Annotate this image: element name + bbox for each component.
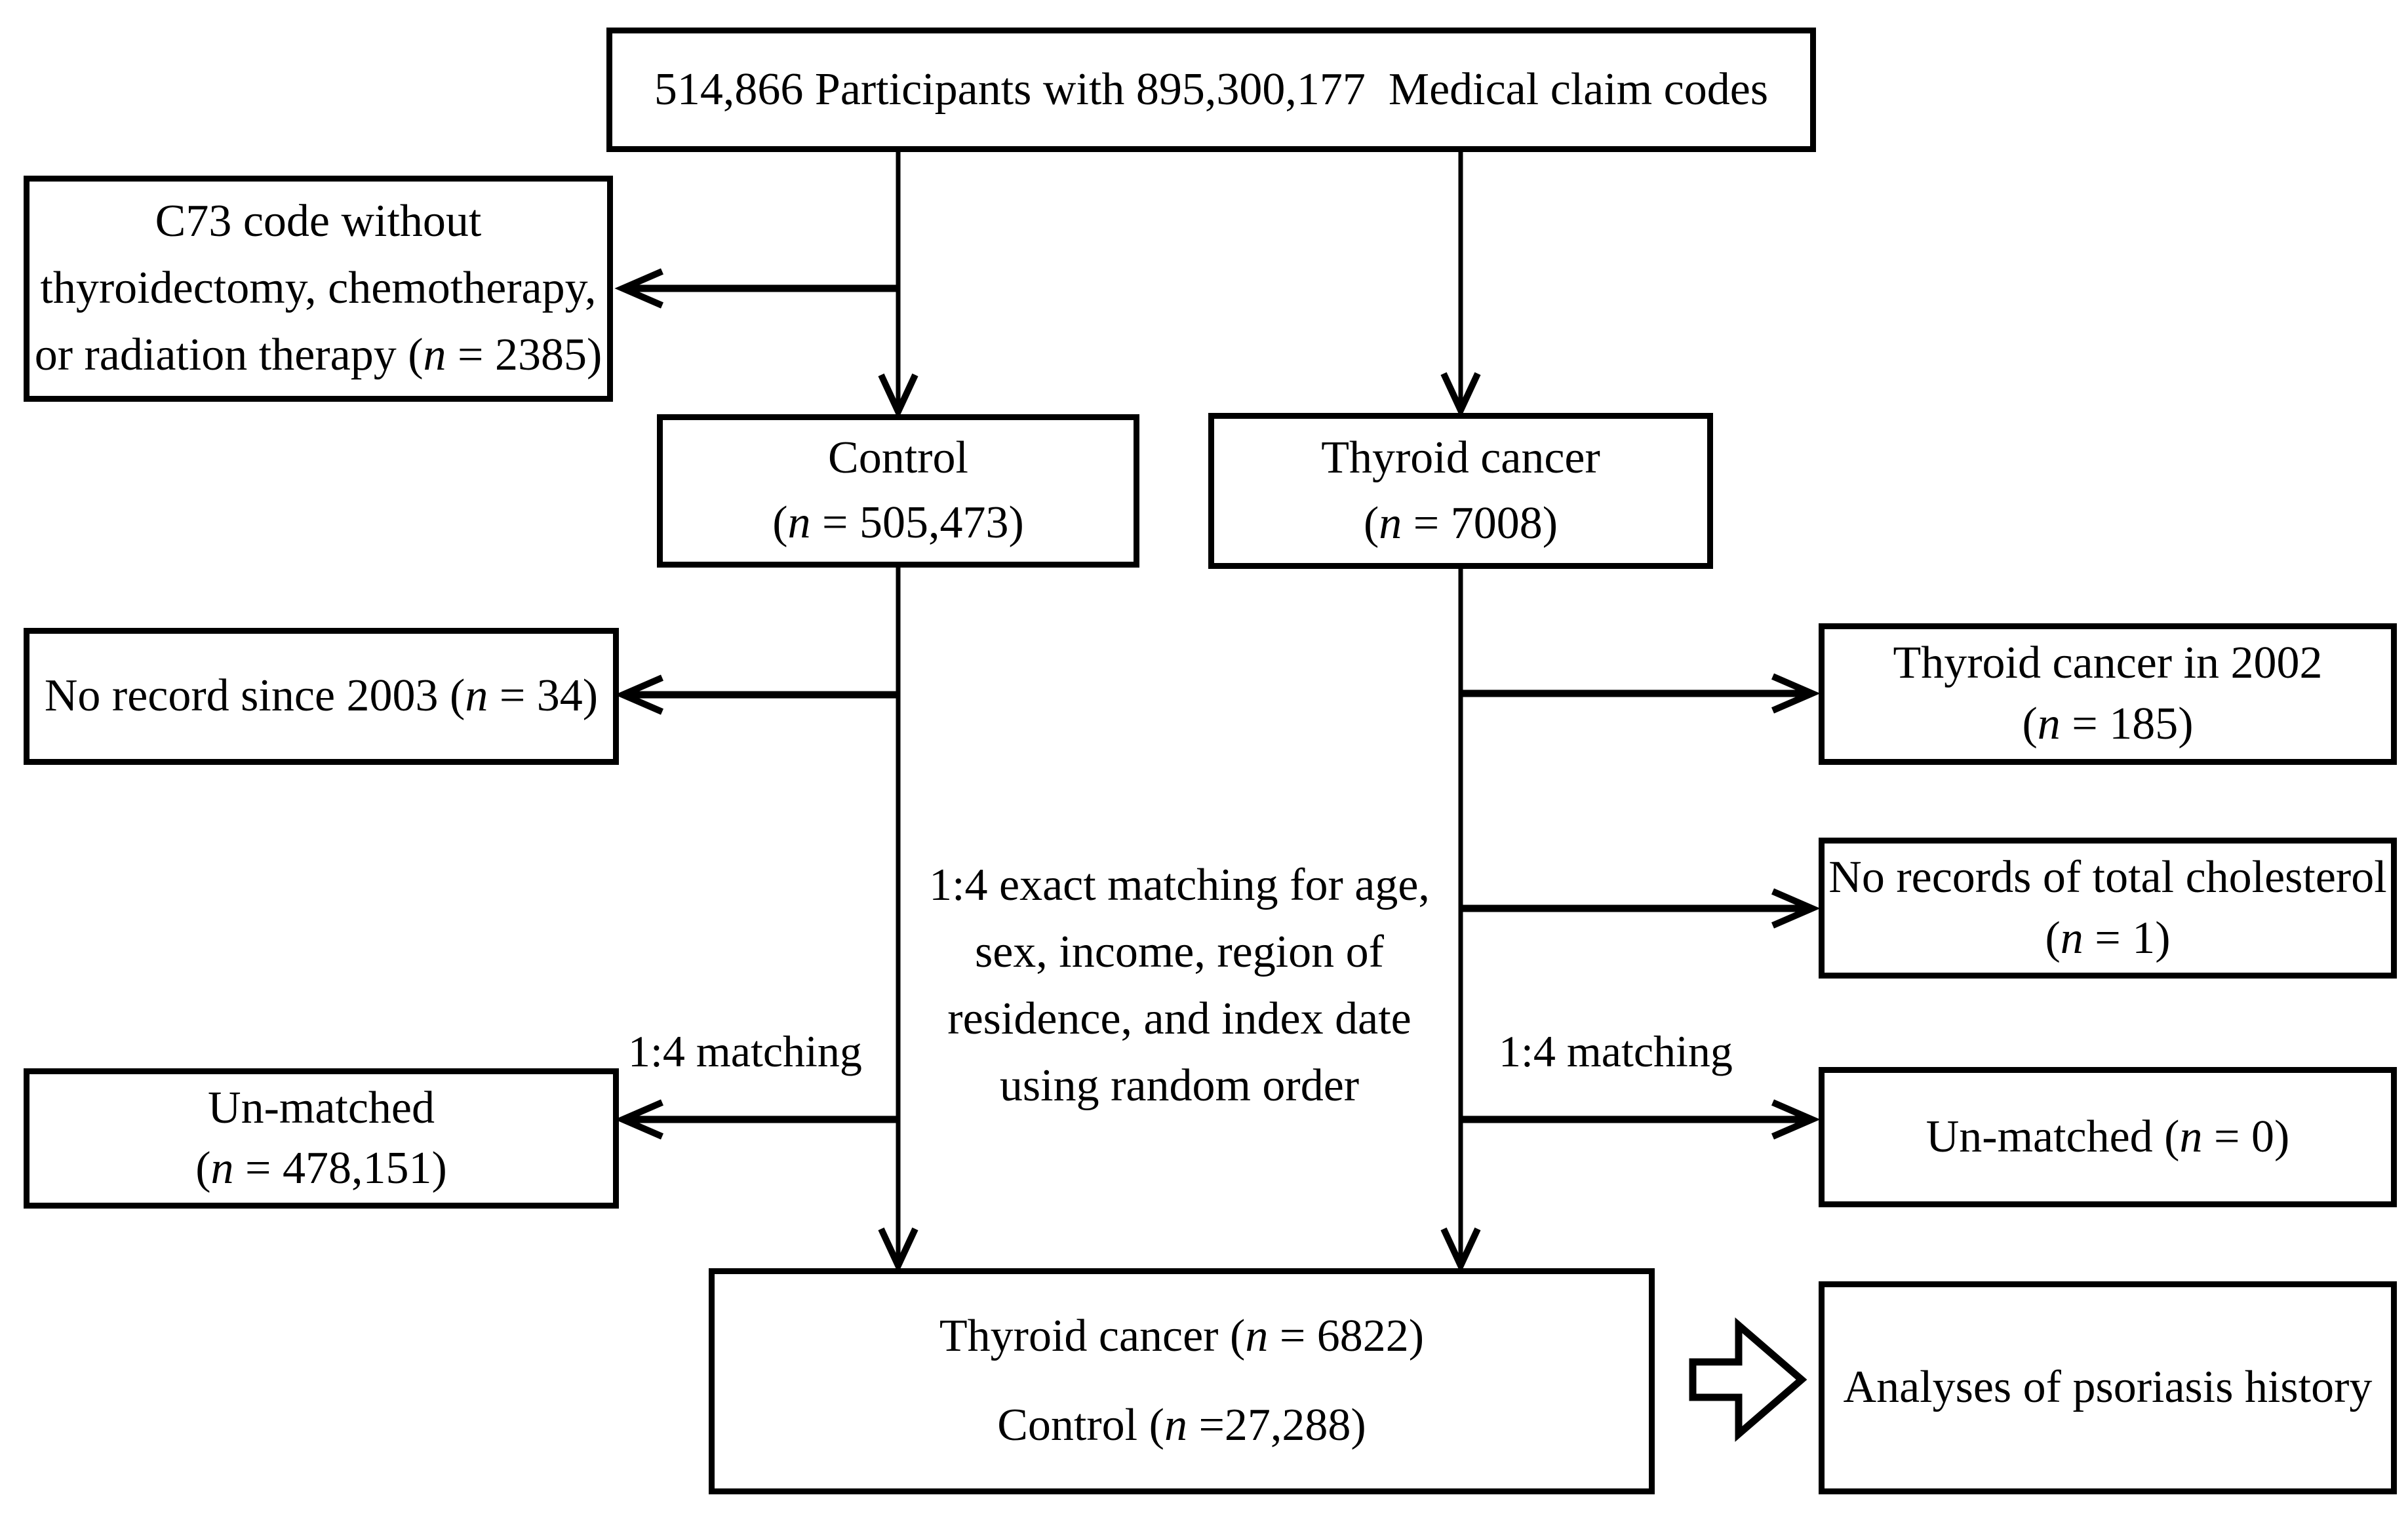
arrowhead-right-tc2002: [1771, 673, 1821, 714]
thyroid-line-2: (n = 7008): [1363, 497, 1558, 549]
analyses-text: Analyses of psoriasis history: [1843, 1362, 2373, 1413]
box-participants: 514,866 Participants with 895,300,177 Me…: [606, 28, 1816, 152]
arrowhead-right-unmatched: [1771, 1099, 1821, 1140]
cohort-line-2: Control (n =27,288): [997, 1400, 1366, 1451]
control-line-1: Control: [828, 433, 968, 484]
box-matched-cohort: Thyroid cancer (n = 6822) Control (n =27…: [709, 1268, 1655, 1494]
box-thyroid-cancer: Thyroid cancer (n = 7008): [1208, 413, 1713, 569]
label-matching-left: 1:4 matching: [628, 1026, 862, 1076]
no-record-text: No record since 2003 (n = 34): [44, 670, 599, 722]
arrowhead-right-no-cholesterol: [1771, 888, 1821, 929]
block-arrow-right-icon: [1689, 1317, 1807, 1443]
no-cholesterol-line-2: (n = 1): [2045, 912, 2171, 963]
note-line-3: residence, and index date: [947, 994, 1411, 1044]
no-cholesterol-line-1: No records of total cholesterol: [1828, 852, 2387, 903]
arrowhead-left-no-record: [614, 674, 663, 715]
c73-line-3: or radiation therapy (n = 2385): [34, 330, 602, 381]
box-thyroid-2002: Thyroid cancer in 2002 (n = 185): [1819, 623, 2397, 765]
tc2002-line-1: Thyroid cancer in 2002: [1893, 638, 2323, 689]
cohort-line-1: Thyroid cancer (n = 6822): [939, 1311, 1425, 1362]
note-line-1: 1:4 exact matching for age,: [929, 860, 1430, 910]
box-unmatched-control: Un-matched (n = 478,151): [24, 1068, 619, 1209]
box-control: Control (n = 505,473): [657, 414, 1139, 568]
tc2002-line-2: (n = 185): [2022, 699, 2194, 750]
arrowhead-down-cohort-left: [878, 1227, 918, 1273]
matching-note: 1:4 exact matching for age, sex, income,…: [911, 852, 1448, 1119]
unmatched-right-text: Un-matched (n = 0): [1925, 1111, 2290, 1162]
note-line-2: sex, income, region of: [975, 927, 1384, 977]
control-line-2: (n = 505,473): [772, 497, 1024, 549]
arrowhead-left-c73: [614, 268, 663, 309]
participants-text: 514,866 Participants with 895,300,177 Me…: [654, 64, 1769, 115]
unmatched-left-line-1: Un-matched: [208, 1082, 435, 1133]
thyroid-line-1: Thyroid cancer: [1321, 432, 1600, 483]
box-no-record-2003: No record since 2003 (n = 34): [24, 628, 619, 765]
box-c73-exclusion: C73 code without thyroidectomy, chemothe…: [24, 176, 613, 402]
arrowhead-down-thyroid: [1440, 372, 1481, 418]
arrowhead-left-unmatched: [614, 1099, 663, 1140]
box-analyses: Analyses of psoriasis history: [1819, 1281, 2397, 1494]
arrowhead-down-control: [878, 373, 918, 419]
label-matching-right: 1:4 matching: [1499, 1026, 1733, 1076]
box-unmatched-thyroid: Un-matched (n = 0): [1819, 1067, 2397, 1207]
note-line-4: using random order: [999, 1060, 1360, 1111]
unmatched-left-line-2: (n = 478,151): [195, 1142, 447, 1194]
c73-line-1: C73 code without: [155, 196, 482, 247]
box-no-cholesterol: No records of total cholesterol (n = 1): [1819, 838, 2397, 979]
arrowhead-down-cohort-right: [1440, 1227, 1481, 1273]
c73-line-2: thyroidectomy, chemotherapy,: [40, 263, 597, 314]
